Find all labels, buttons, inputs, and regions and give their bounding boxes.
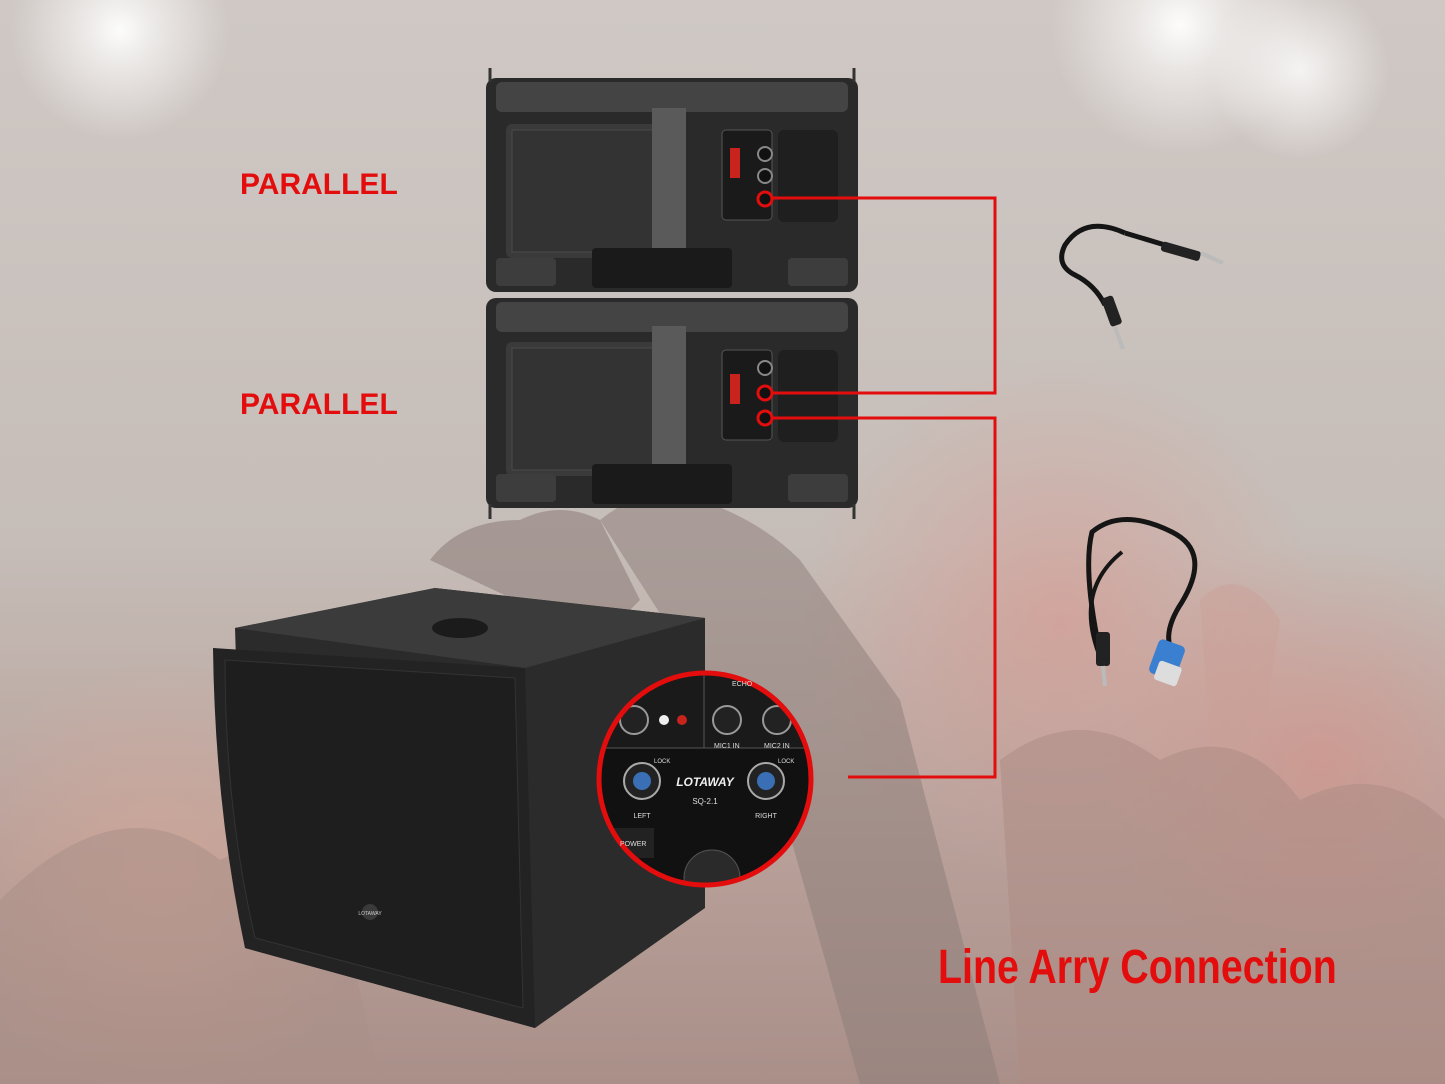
jack-to-jack-cable-icon <box>1059 223 1224 350</box>
jack-to-speakon-cable-icon <box>1086 517 1198 687</box>
panel-right-label: RIGHT <box>755 813 778 820</box>
wire-middle-to-subwoofer <box>773 416 997 779</box>
panel-echo-label: ECHO <box>732 681 753 688</box>
line-array-module-top <box>486 68 858 292</box>
panel-mic1-label: MIC1 IN <box>714 743 740 750</box>
panel-mic2-label: MIC2 IN <box>764 743 790 750</box>
rear-panel-closeup: ECHO MIC1 IN MIC2 IN LOTAWAY SQ-2.1 LEFT… <box>596 670 814 888</box>
wire-top-to-middle <box>773 196 997 395</box>
subwoofer: LOTAWAY <box>213 588 705 1028</box>
subwoofer-badge: LOTAWAY <box>358 911 382 917</box>
panel-brand: LOTAWAY <box>676 775 735 789</box>
panel-power-label: POWER <box>620 841 646 848</box>
line-array-module-bottom <box>486 298 858 519</box>
parallel-label-bottom: PARALLEL <box>240 388 398 421</box>
parallel-label-top: PARALLEL <box>240 168 398 201</box>
diagram-title: Line Arry Connection <box>938 941 1337 994</box>
panel-model: SQ-2.1 <box>692 797 718 806</box>
panel-left-label: LEFT <box>633 813 651 820</box>
panel-lock-right: LOCK <box>778 759 794 765</box>
panel-lock-left: LOCK <box>654 759 670 765</box>
